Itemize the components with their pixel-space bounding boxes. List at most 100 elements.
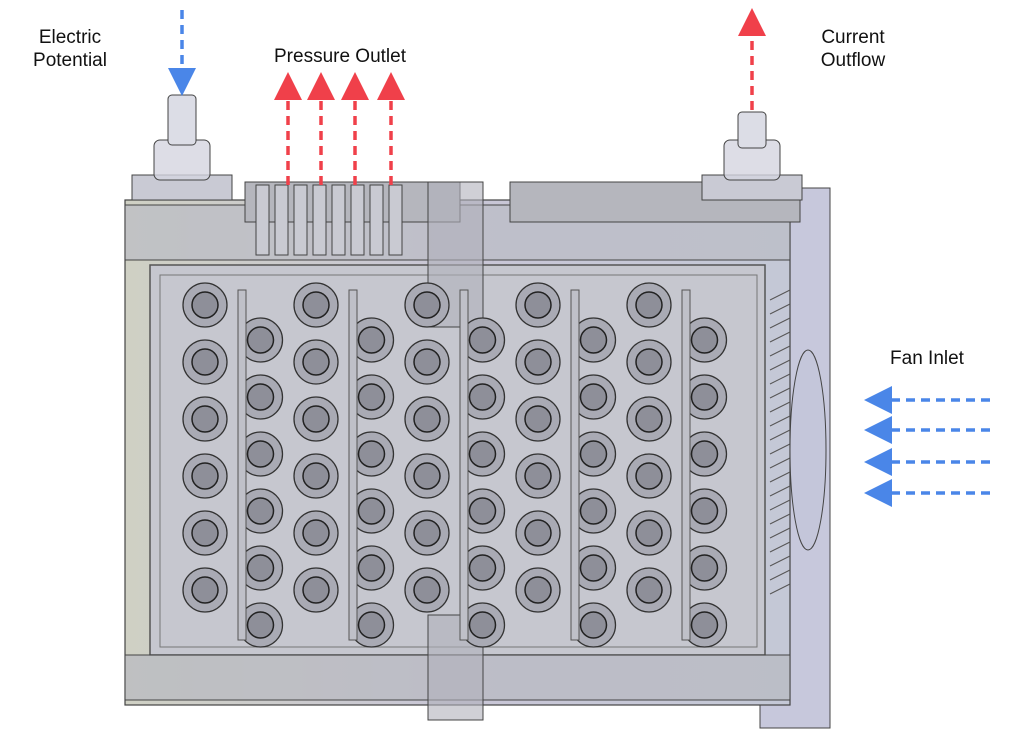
battery-cell-terminal — [357, 326, 386, 354]
side-vent — [769, 345, 791, 357]
battery-cell-terminal — [635, 462, 663, 490]
battery-cell-terminal — [357, 611, 386, 639]
battery-cell-terminal — [579, 611, 608, 639]
side-vent — [769, 555, 791, 567]
battery-cell-terminal — [191, 405, 219, 433]
side-vent — [769, 513, 791, 525]
battery-cell-terminal — [246, 326, 275, 354]
battery-cell-terminal — [413, 576, 441, 604]
battery-cell-terminal — [413, 405, 441, 433]
battery-cell-terminal — [191, 462, 219, 490]
battery-cell-terminal — [357, 440, 386, 468]
battery-cell-terminal — [246, 611, 275, 639]
heat-sink-fin — [293, 184, 308, 256]
battery-cell-terminal — [191, 519, 219, 547]
battery-cell-terminal — [690, 383, 719, 411]
heat-sink-fin — [312, 184, 327, 256]
heat-sink-fin — [388, 184, 403, 256]
battery-cell-terminal — [302, 348, 330, 376]
battery-cell-terminal — [524, 405, 552, 433]
battery-cell-terminal — [635, 348, 663, 376]
battery-cell-terminal — [246, 440, 275, 468]
side-vent — [769, 317, 791, 329]
current-outflow-label: Current Outflow — [803, 26, 903, 72]
battery-cell-terminal — [302, 576, 330, 604]
battery-cell-terminal — [690, 326, 719, 354]
battery-cell-terminal — [635, 576, 663, 604]
battery-cell-terminal — [413, 348, 441, 376]
battery-cell-terminal — [579, 326, 608, 354]
current-outflow-line-1: Current — [821, 27, 885, 48]
terminal-collar — [153, 139, 211, 181]
battery-cell-terminal — [357, 497, 386, 525]
electric-potential-line-2: Potential — [33, 50, 107, 71]
heat-sink-fin — [331, 184, 346, 256]
side-vent — [769, 429, 791, 441]
battery-cell-terminal — [635, 405, 663, 433]
side-vent — [769, 443, 791, 455]
heat-sink-fin — [274, 184, 289, 256]
heat-sink-fin — [369, 184, 384, 256]
heat-sink-fin — [350, 184, 365, 256]
battery-cell-terminal — [302, 291, 330, 319]
fan-inlet-label: Fan Inlet — [890, 348, 964, 369]
battery-cell-terminal — [635, 291, 663, 319]
battery-cell-terminal — [413, 462, 441, 490]
battery-cell-terminal — [191, 348, 219, 376]
side-vent — [769, 303, 791, 315]
battery-cell-terminal — [413, 291, 441, 319]
battery-cell-terminal — [635, 519, 663, 547]
pressure-outlet-label: Pressure Outlet — [274, 46, 406, 67]
battery-cell-terminal — [468, 383, 497, 411]
electric-potential-label: Electric Potential — [22, 26, 118, 72]
battery-cell-terminal — [468, 554, 497, 582]
battery-cell-terminal — [191, 576, 219, 604]
side-vent — [769, 457, 791, 469]
terminal-base — [131, 174, 233, 201]
current-outflow-line-2: Outflow — [820, 50, 886, 71]
side-vent — [769, 485, 791, 497]
battery-cell-terminal — [579, 497, 608, 525]
battery-cell-terminal — [302, 405, 330, 433]
battery-cell-terminal — [191, 291, 219, 319]
cell-separator — [459, 289, 469, 641]
side-vent — [769, 359, 791, 371]
side-vent — [769, 569, 791, 581]
battery-cell-terminal — [302, 462, 330, 490]
terminal-post — [167, 94, 197, 146]
side-vent — [769, 331, 791, 343]
battery-cell-terminal — [690, 611, 719, 639]
battery-cell-terminal — [524, 519, 552, 547]
battery-cell-terminal — [246, 554, 275, 582]
battery-cell-terminal — [524, 576, 552, 604]
side-vent — [769, 471, 791, 483]
battery-cell-terminal — [246, 497, 275, 525]
side-vent — [769, 499, 791, 511]
battery-cell-terminal — [690, 440, 719, 468]
side-vent — [769, 401, 791, 413]
side-vent — [769, 415, 791, 427]
side-vent — [769, 527, 791, 539]
side-vent — [769, 289, 791, 301]
battery-cell-terminal — [246, 383, 275, 411]
battery-cell-terminal — [468, 611, 497, 639]
electric-potential-line-1: Electric — [38, 27, 102, 48]
battery-cell-terminal — [468, 497, 497, 525]
battery-cell-terminal — [357, 383, 386, 411]
battery-cell-terminal — [690, 554, 719, 582]
cell-separator — [570, 289, 580, 641]
side-vent — [769, 541, 791, 553]
battery-cell-terminal — [690, 497, 719, 525]
battery-cell-terminal — [468, 440, 497, 468]
cell-separator — [237, 289, 247, 641]
cell-separator — [348, 289, 358, 641]
battery-cell-terminal — [524, 462, 552, 490]
battery-cell-terminal — [413, 519, 441, 547]
battery-cell-terminal — [579, 383, 608, 411]
battery-cell-terminal — [357, 554, 386, 582]
side-vent — [769, 387, 791, 399]
battery-cell-terminal — [302, 519, 330, 547]
fan-port — [789, 349, 827, 551]
